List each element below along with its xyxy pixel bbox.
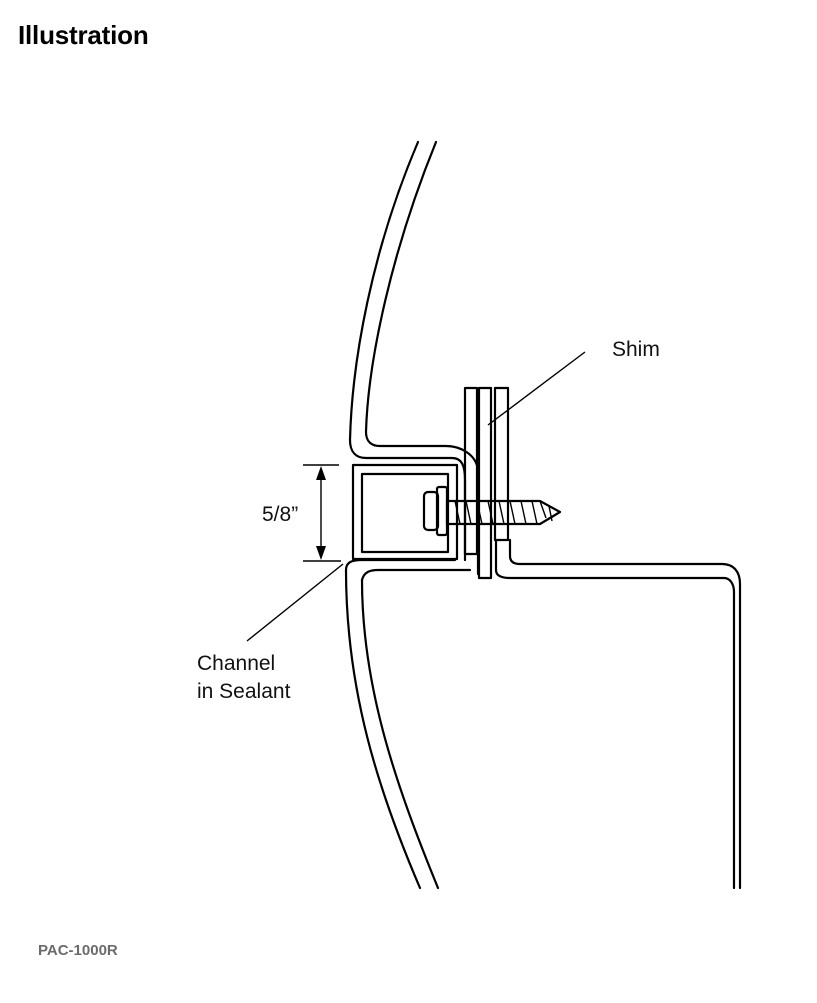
dimension-marker [303, 464, 341, 562]
right-panel [494, 538, 742, 890]
channel-label-line2: in Sealant [197, 680, 291, 703]
screw [422, 485, 562, 537]
shim [463, 386, 510, 580]
channel [351, 463, 459, 561]
dimension-label: 5/8” [262, 503, 298, 526]
lower-curved-panel [344, 558, 472, 890]
document-code: PAC-1000R [38, 942, 118, 959]
shim-leader-line [487, 351, 586, 426]
channel-leader-line [246, 563, 344, 642]
channel-label-line1: Channel [197, 652, 275, 675]
upper-curved-panel [348, 140, 480, 576]
shim-label: Shim [612, 338, 660, 361]
page-title: Illustration [18, 20, 149, 50]
